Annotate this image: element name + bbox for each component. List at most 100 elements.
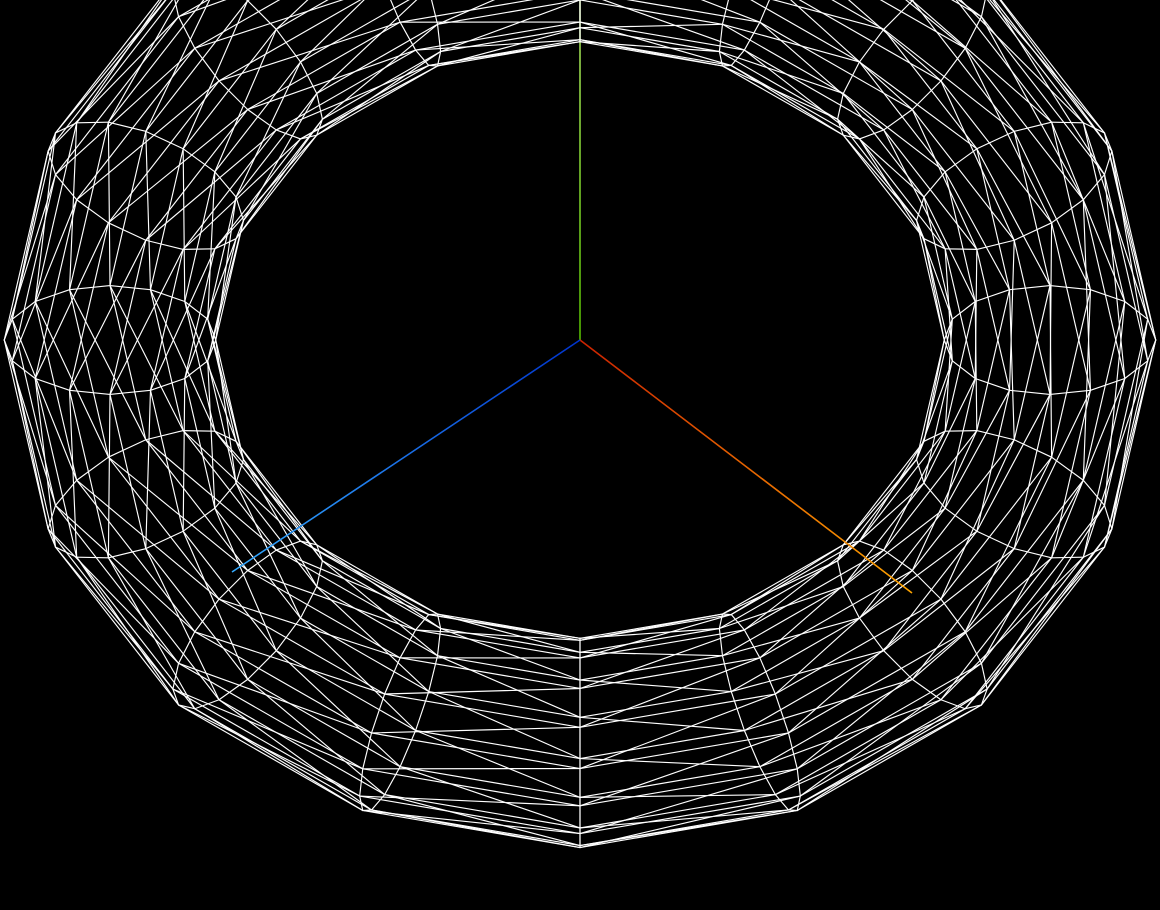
torus-edge-radial xyxy=(107,548,147,559)
torus-edge-radial xyxy=(1051,456,1084,481)
torus-edge-diagonal xyxy=(959,0,1084,124)
torus-edge-radial xyxy=(718,50,724,67)
torus-edge-diagonal xyxy=(730,544,844,616)
torus-edge-tubular xyxy=(182,129,277,250)
torus-edge-tubular xyxy=(436,0,581,25)
torus-edge-diagonal xyxy=(235,440,324,562)
torus-edge-radial xyxy=(149,289,186,303)
torus-edge-tubular xyxy=(579,766,761,798)
torus-edge-radial xyxy=(275,540,302,551)
torus-edge-radial xyxy=(974,289,1011,303)
torus-edge-tubular xyxy=(370,732,581,770)
torus-edge-radial xyxy=(1049,284,1092,291)
torus-edge-diagonal xyxy=(34,377,57,548)
torus-wireframe[interactable] xyxy=(3,0,1157,849)
torus-edge-radial xyxy=(436,613,442,630)
torus-edge-radial xyxy=(1013,121,1053,132)
torus-edge-radial xyxy=(182,248,216,250)
torus-edge-tubular xyxy=(182,28,277,150)
torus-edge-tubular xyxy=(1000,0,1106,134)
torus-edge-diagonal xyxy=(399,766,581,829)
torus-edge-tubular xyxy=(883,530,978,652)
torus-edge-radial xyxy=(299,61,318,95)
torus-edge-tubular xyxy=(54,546,180,706)
torus-edge-diagonal xyxy=(980,528,1113,706)
torus-edge-tubular xyxy=(68,222,109,391)
torus-edge-radial xyxy=(275,28,302,63)
torus-edge-diagonal xyxy=(436,0,496,25)
torus-edge-radial xyxy=(11,360,36,380)
torus-edge-tubular xyxy=(579,794,776,829)
torus-edge-tubular xyxy=(3,150,49,341)
torus-edge-diagonal xyxy=(842,134,918,222)
torus-edge-radial xyxy=(47,132,57,152)
torus-edge-diagonal xyxy=(964,47,1053,224)
torus-edge-tubular xyxy=(944,171,976,303)
torus-edge-tubular xyxy=(626,0,761,23)
torus-edge-tubular xyxy=(976,389,1011,532)
torus-edge-tubular xyxy=(316,65,439,136)
torus-edge-diagonal xyxy=(145,548,220,701)
torus-edge-diagonal xyxy=(68,289,147,441)
torus-edge-tubular xyxy=(214,138,302,250)
torus-edge-tubular xyxy=(247,569,401,659)
torus-edge-diagonal xyxy=(883,28,1015,132)
torus-edge-tubular xyxy=(11,174,57,362)
torus-edge-tubular xyxy=(11,360,57,548)
torus-edge-tubular xyxy=(836,458,918,562)
torus-edge-radial xyxy=(943,318,953,341)
torus-edge-tubular xyxy=(34,377,78,558)
torus-edge-radial xyxy=(759,0,770,23)
torus-edge-tubular xyxy=(980,504,1106,664)
torus-edge-radial xyxy=(883,549,913,572)
torus-edge-radial xyxy=(316,92,324,120)
torus-edge-tubular xyxy=(774,598,942,695)
torus-edge-tubular xyxy=(964,479,1084,633)
torus-edge-radial xyxy=(951,300,976,320)
torus-edge-diagonal xyxy=(842,507,946,588)
torus-edge-tubular xyxy=(911,108,1015,241)
torus-edge-radial xyxy=(883,108,913,131)
torus-edge-diagonal xyxy=(940,80,1015,241)
torus-edge-radial xyxy=(430,0,439,25)
torus-edge-diagonal xyxy=(1082,289,1092,481)
torus-edge-tubular xyxy=(858,430,946,542)
torus-edge-tubular xyxy=(911,439,1015,572)
torus-edge-diagonal xyxy=(974,300,978,432)
torus-edge-radial xyxy=(370,794,386,811)
torus-edge-tubular xyxy=(321,560,442,630)
torus-edge-radial xyxy=(836,92,844,120)
torus-edge-diagonal xyxy=(76,80,220,201)
torus-edge-tubular xyxy=(109,239,147,396)
torus-edge-tubular xyxy=(831,0,885,30)
torus-edge-tubular xyxy=(299,64,430,140)
torus-edge-radial xyxy=(218,678,249,701)
torus-edge-tubular xyxy=(579,690,732,718)
torus-edge-radial xyxy=(218,80,249,111)
torus-edge-diagonal xyxy=(944,171,1011,291)
torus-edge-diagonal xyxy=(321,560,439,657)
torus-edge-diagonal xyxy=(207,360,216,509)
torus-edge-diagonal xyxy=(107,0,179,123)
torus-edge-radial xyxy=(911,80,942,111)
torus-edge-diagonal xyxy=(796,631,966,770)
torus-edge-diagonal xyxy=(579,768,798,835)
torus-edge-tubular xyxy=(145,0,249,132)
torus-edge-tubular xyxy=(955,0,1053,123)
torus-edge-tubular xyxy=(235,134,318,240)
torus-edge-diagonal xyxy=(1008,239,1015,391)
torus-edge-radial xyxy=(836,544,844,562)
torus-edge-radial xyxy=(172,688,180,706)
torus-edge-tubular xyxy=(1013,130,1051,287)
torus-edge-diagonal xyxy=(964,546,1106,710)
torus-edge-radial xyxy=(787,732,798,770)
torus-edge-diagonal xyxy=(316,50,442,136)
torus-edge-tubular xyxy=(842,440,925,546)
torus-edge-tubular xyxy=(362,768,581,807)
torus-edge-diagonal xyxy=(940,439,1015,600)
torus-edge-radial xyxy=(178,631,196,664)
torus-edge-tubular xyxy=(964,556,1084,710)
torus-edge-diagonal xyxy=(299,0,365,63)
